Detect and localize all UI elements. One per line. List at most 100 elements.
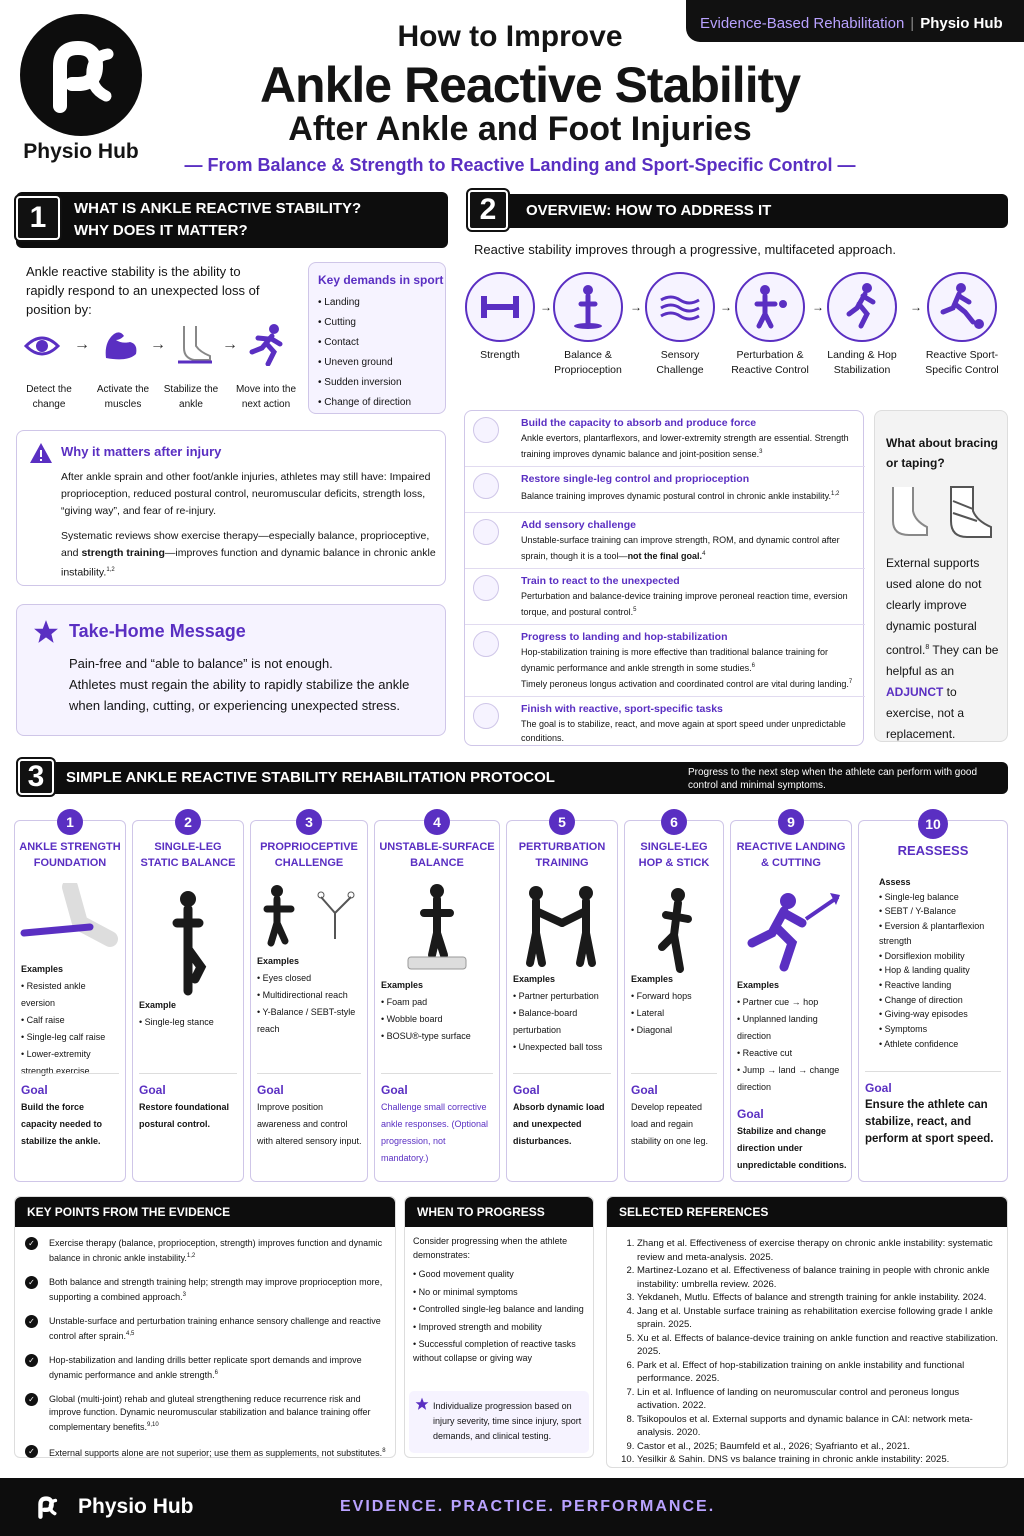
key-demand-item: • Change of direction xyxy=(318,397,412,408)
bracing-text: External supports used alone do not clea… xyxy=(886,556,999,741)
protocol-card-1: 1 ANKLE STRENGTH FOUNDATION Examples Res… xyxy=(14,809,126,1182)
logo xyxy=(20,14,142,136)
protocol-card-3: 3 PROPRIOCEPTIVE CHALLENGE Examples Eyes… xyxy=(250,809,368,1182)
arrow-right-icon: → xyxy=(720,300,732,314)
take-home-title: Take-Home Message xyxy=(69,621,246,641)
protocol-card-5: 5 PERTURBATION TRAINING Examples Partner… xyxy=(506,809,618,1182)
overview-step-strength: Strength xyxy=(458,272,542,363)
reference-item: Martinez-Lozano et al. Effectiveness of … xyxy=(637,1264,999,1291)
take-home-line2: Athletes must regain the ability to rapi… xyxy=(69,677,410,713)
reference-item: Zhang et al. Effectiveness of exercise t… xyxy=(637,1237,999,1264)
example-item: Foam pad xyxy=(381,994,495,1011)
soccer-player-icon xyxy=(927,272,997,342)
example-item: Single-leg balance xyxy=(879,890,1003,905)
key-points-title: KEY POINTS FROM THE EVIDENCE xyxy=(15,1197,395,1227)
why-paragraph-2: Systematic reviews show exercise therapy… xyxy=(61,530,436,579)
list-item: Progress to landing and hop-stabilizatio… xyxy=(465,625,865,697)
flow-label-stabilize: Stabilize the ankle xyxy=(163,384,219,410)
example-item: Lateral xyxy=(631,1005,719,1022)
footer-brand: Physio Hub xyxy=(78,1495,194,1518)
examples-label: Example xyxy=(139,1000,177,1010)
example-item: Calf raise xyxy=(21,1012,121,1029)
y-balance-icon xyxy=(255,883,363,954)
example-item: Resisted ankle eversion xyxy=(21,978,121,1012)
protocol-card-9: 9 REACTIVE LANDING & CUTTING Examples Pa… xyxy=(730,809,852,1182)
progression-note-text: Individualize progression based on injur… xyxy=(433,1401,582,1441)
why-it-matters-card: Why it matters after injury After ankle … xyxy=(16,430,446,586)
progression-note: Individualize progression based on injur… xyxy=(409,1391,589,1453)
tag-right: Physio Hub xyxy=(920,15,1003,32)
footer: Physio Hub EVIDENCE. PRACTICE. PERFORMAN… xyxy=(0,1478,1024,1536)
protocol-title: ANKLE STRENGTH FOUNDATION xyxy=(19,841,121,869)
protocol-number: 4 xyxy=(424,809,450,835)
reference-item: Xu et al. Effects of balance-device trai… xyxy=(637,1332,999,1359)
subtitle: — From Balance & Strength to Reactive La… xyxy=(184,155,856,175)
example-item: Y-Balance / SEBT-style reach xyxy=(257,1004,363,1038)
goal-label: Goal xyxy=(381,1083,408,1097)
example-item: Symptoms xyxy=(879,1022,1003,1037)
example-item: Jump → land → change direction xyxy=(737,1062,847,1096)
title-line3: After Ankle and Foot Injuries xyxy=(288,110,752,148)
progress-criterion: • No or minimal symptoms xyxy=(413,1286,518,1297)
key-demands-title: Key demands in sport xyxy=(318,273,444,287)
section1-title-line1: WHAT IS ANKLE REACTIVE STABILITY? xyxy=(74,200,362,217)
foam-pad-balance-icon xyxy=(392,881,482,980)
single-leg-icon xyxy=(473,473,499,499)
brand-name: Physio Hub xyxy=(23,140,139,163)
hop-and-stick-icon xyxy=(646,885,702,980)
example-item: Eversion & plantarflexion strength xyxy=(879,919,1003,948)
progress-criterion: • Successful completion of reactive task… xyxy=(413,1339,576,1363)
example-item: Partner perturbation xyxy=(513,988,613,1005)
goal-label: Goal xyxy=(865,1081,892,1095)
key-demand-item: • Cutting xyxy=(318,317,356,328)
example-item: SEBT / Y-Balance xyxy=(879,904,1003,919)
list-item: Train to react to the unexpected Perturb… xyxy=(465,569,865,625)
goal-text: Develop repeated load and regain stabili… xyxy=(631,1102,709,1146)
protocol-title: SINGLE-LEG STATIC BALANCE xyxy=(140,841,236,869)
example-item: Single-leg stance xyxy=(139,1014,239,1031)
key-point-item: Exercise therapy (balance, proprioceptio… xyxy=(25,1237,387,1265)
take-home-card: Take-Home Message Pain-free and “able to… xyxy=(16,604,446,736)
overview-step-balance: Balance & Proprioception xyxy=(546,272,630,378)
key-points-box: KEY POINTS FROM THE EVIDENCE Exercise th… xyxy=(14,1196,396,1458)
bracing-box: What about bracing or taping? External s… xyxy=(874,410,1008,742)
list-item: Build the capacity to absorb and produce… xyxy=(465,411,865,467)
protocol-number: 6 xyxy=(661,809,687,835)
goal-text: Challenge small corrective ankle respons… xyxy=(381,1102,489,1163)
dumbbell-icon xyxy=(473,417,499,443)
star-icon xyxy=(415,1397,429,1411)
take-home-body: Pain-free and “able to balance” is not e… xyxy=(69,653,439,716)
overview-step-perturbation: Perturbation & Reactive Control xyxy=(728,272,812,378)
example-item: Athlete confidence xyxy=(879,1037,1003,1052)
examples-label: Examples xyxy=(381,980,424,990)
example-item: Hop & landing quality xyxy=(879,963,1003,978)
runner-icon xyxy=(244,322,288,367)
example-item: Change of direction xyxy=(879,993,1003,1008)
examples-label: Examples xyxy=(513,974,556,984)
section2-title: OVERVIEW: HOW TO ADDRESS IT xyxy=(526,202,772,219)
goal-label: Goal xyxy=(257,1083,284,1097)
protocol-title: SINGLE-LEG HOP & STICK xyxy=(638,841,710,869)
key-demand-item: • Contact xyxy=(318,337,359,348)
eye-icon xyxy=(22,326,62,366)
ankle-brace-icon xyxy=(887,481,997,545)
flow-label-activate: Activate the muscles xyxy=(96,384,150,410)
section2-number: 2 xyxy=(468,190,508,230)
foot-icon xyxy=(170,322,214,366)
dumbbell-icon xyxy=(465,272,535,342)
star-icon xyxy=(33,619,59,645)
protocol-card-10: 10 REASSESS Assess Single-leg balance SE… xyxy=(858,809,1008,1182)
partner-perturbation-icon xyxy=(512,883,612,974)
tag-separator: | xyxy=(910,15,915,32)
reactive-cut-icon xyxy=(736,883,846,978)
single-leg-stance-icon xyxy=(163,887,213,1002)
protocol-card-4: 4 UNSTABLE-SURFACE BALANCE Examples Foam… xyxy=(374,809,500,1182)
goal-text: Ensure the athlete can stabilize, react,… xyxy=(865,1099,994,1145)
example-item: Wobble board xyxy=(381,1011,495,1028)
examples-label: Examples xyxy=(21,964,64,974)
example-item: Eyes closed xyxy=(257,970,363,987)
example-item: Unplanned landing direction xyxy=(737,1011,847,1045)
arrow-right-icon: → xyxy=(222,336,238,353)
section1-header: 1 WHAT IS ANKLE REACTIVE STABILITY? WHY … xyxy=(16,192,448,248)
arrow-right-icon: → xyxy=(630,300,642,314)
